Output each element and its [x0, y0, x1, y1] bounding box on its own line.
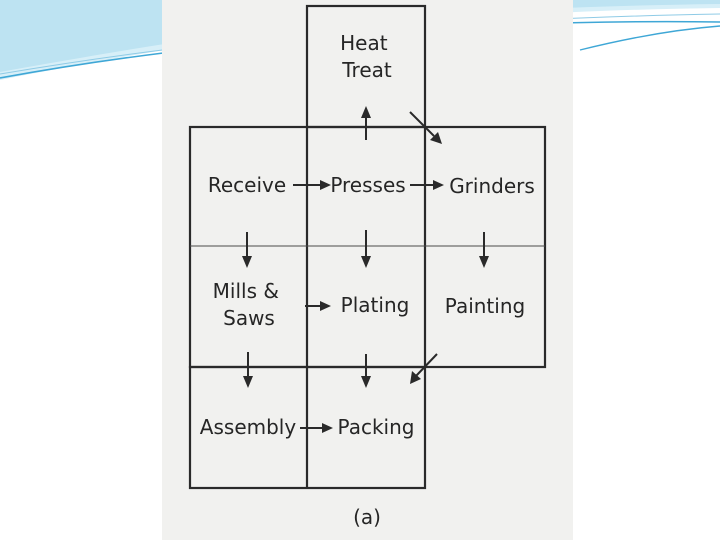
flow-arrow-heat-treat-to-grinders — [409, 111, 442, 144]
cell-label-mills-saws: Mills & Saws — [213, 279, 286, 330]
flow-arrow-mills-saws-to-plating — [305, 301, 331, 311]
flow-arrow-presses-to-plating — [361, 230, 371, 268]
cell-label-mills-saws-line-1: Mills & — [213, 279, 279, 303]
flow-arrow-mills-saws-to-assembly — [243, 352, 253, 388]
swoosh-line-3 — [579, 25, 720, 51]
cell-label-packing: Packing — [338, 415, 415, 439]
cell-label-mills-saws-line-2: Saws — [223, 306, 275, 330]
cell-label-grinders: Grinders — [449, 174, 535, 198]
cell-label-heat-treat: Heat Treat — [340, 31, 394, 82]
flow-arrow-receive-to-presses — [293, 180, 331, 190]
flow-arrow-presses-to-heat-treat — [361, 106, 371, 140]
flow-arrows — [242, 106, 489, 433]
cell-label-heat-treat-line-2: Treat — [341, 58, 392, 82]
flow-arrow-plating-to-packing — [361, 354, 371, 388]
cell-label-presses: Presses — [330, 173, 405, 197]
flow-arrow-receive-to-mills-saws — [242, 232, 252, 268]
layout-grid — [188, 4, 547, 490]
flow-arrow-painting-to-packing — [410, 353, 438, 384]
cell-label-heat-treat-line-1: Heat — [340, 31, 388, 55]
flow-arrow-presses-to-grinders — [410, 180, 444, 190]
cell-labels: Heat Treat Receive Presses Grinders Mill… — [200, 31, 535, 439]
outer-grid-box — [188, 125, 547, 369]
cell-label-assembly: Assembly — [200, 415, 297, 439]
cell-label-painting: Painting — [445, 294, 525, 318]
cell-label-plating: Plating — [341, 293, 410, 317]
scanned-figure-background — [162, 0, 573, 540]
cell-label-receive: Receive — [208, 173, 286, 197]
flow-arrow-assembly-to-packing — [300, 423, 333, 433]
figure-caption: (a) — [353, 505, 381, 529]
flow-arrow-grinders-to-painting — [479, 232, 489, 268]
